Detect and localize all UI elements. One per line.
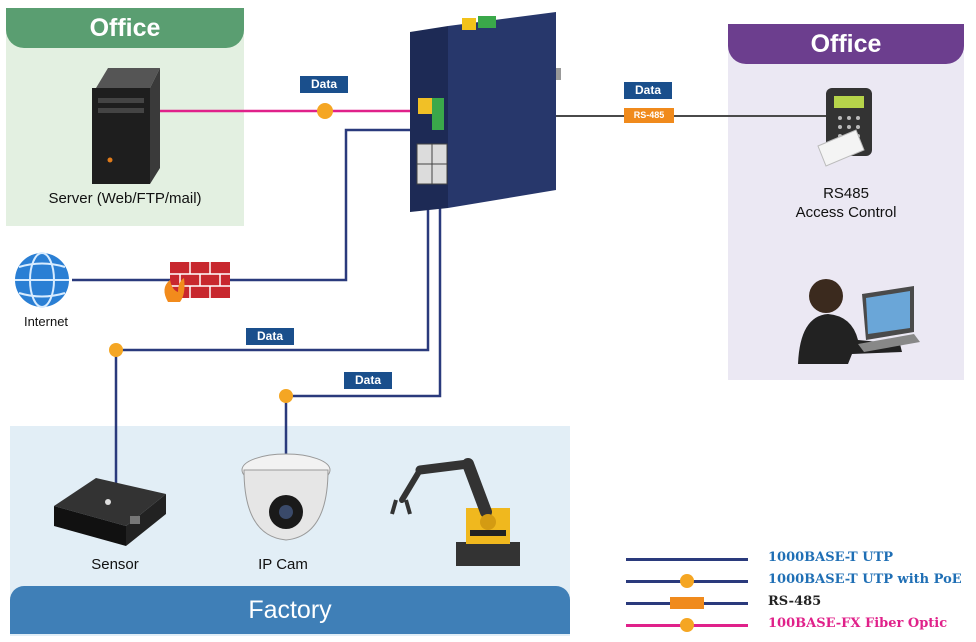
legend-item-rs485: RS-485: [620, 592, 970, 614]
legend-label-utp: 1000BASE-T UTP: [768, 550, 894, 565]
fiber-badge: [317, 103, 333, 119]
industrial-switch-icon: [410, 12, 561, 212]
robot-arm-icon: [390, 458, 520, 566]
legend-label-utp-poe: 1000BASE-T UTP with PoE: [768, 572, 962, 587]
office-left-title: Office: [6, 8, 244, 48]
poe-link-sensor: [114, 200, 430, 488]
factory-title: Factory: [10, 586, 570, 634]
rs485-badge: RS-485: [624, 108, 674, 123]
poe-badge-ipcam: [279, 389, 293, 403]
server-label: Server (Web/FTP/mail): [48, 190, 202, 207]
office-right-title: Office: [728, 24, 964, 64]
data-tag-sensor: Data: [246, 328, 294, 345]
internet-label: Internet: [23, 314, 69, 329]
poe-link-ipcam: [284, 200, 442, 456]
sensor-icon: [54, 478, 166, 546]
internet-globe-icon: [15, 252, 69, 308]
legend-item-fiber: 100BASE-FX Fiber Optic: [620, 614, 970, 636]
firewall-icon: [164, 262, 230, 302]
rs485-badge-icon: [670, 597, 704, 609]
ip-camera-icon: [241, 453, 331, 541]
data-tag-fiber: Data: [300, 76, 348, 93]
data-tag-ipcam: Data: [344, 372, 392, 389]
poe-badge-icon: [680, 574, 694, 588]
legend-label-rs485: RS-485: [768, 594, 822, 609]
legend-label-fiber: 100BASE-FX Fiber Optic: [768, 616, 948, 631]
fiber-badge-icon: [680, 618, 694, 632]
poe-badge-sensor: [109, 343, 123, 357]
sensor-label: Sensor: [91, 556, 139, 573]
data-tag-rs485: Data: [624, 82, 672, 99]
ip-cam-label: IP Cam: [258, 556, 308, 573]
server-icon: [92, 68, 160, 184]
legend-item-utp: 1000BASE-T UTP: [620, 548, 970, 570]
access-control-icon: [817, 88, 872, 167]
access-control-label: RS485 Access Control: [795, 185, 897, 221]
operator-laptop-icon: [798, 279, 920, 364]
legend-item-utp-poe: 1000BASE-T UTP with PoE: [620, 570, 970, 592]
